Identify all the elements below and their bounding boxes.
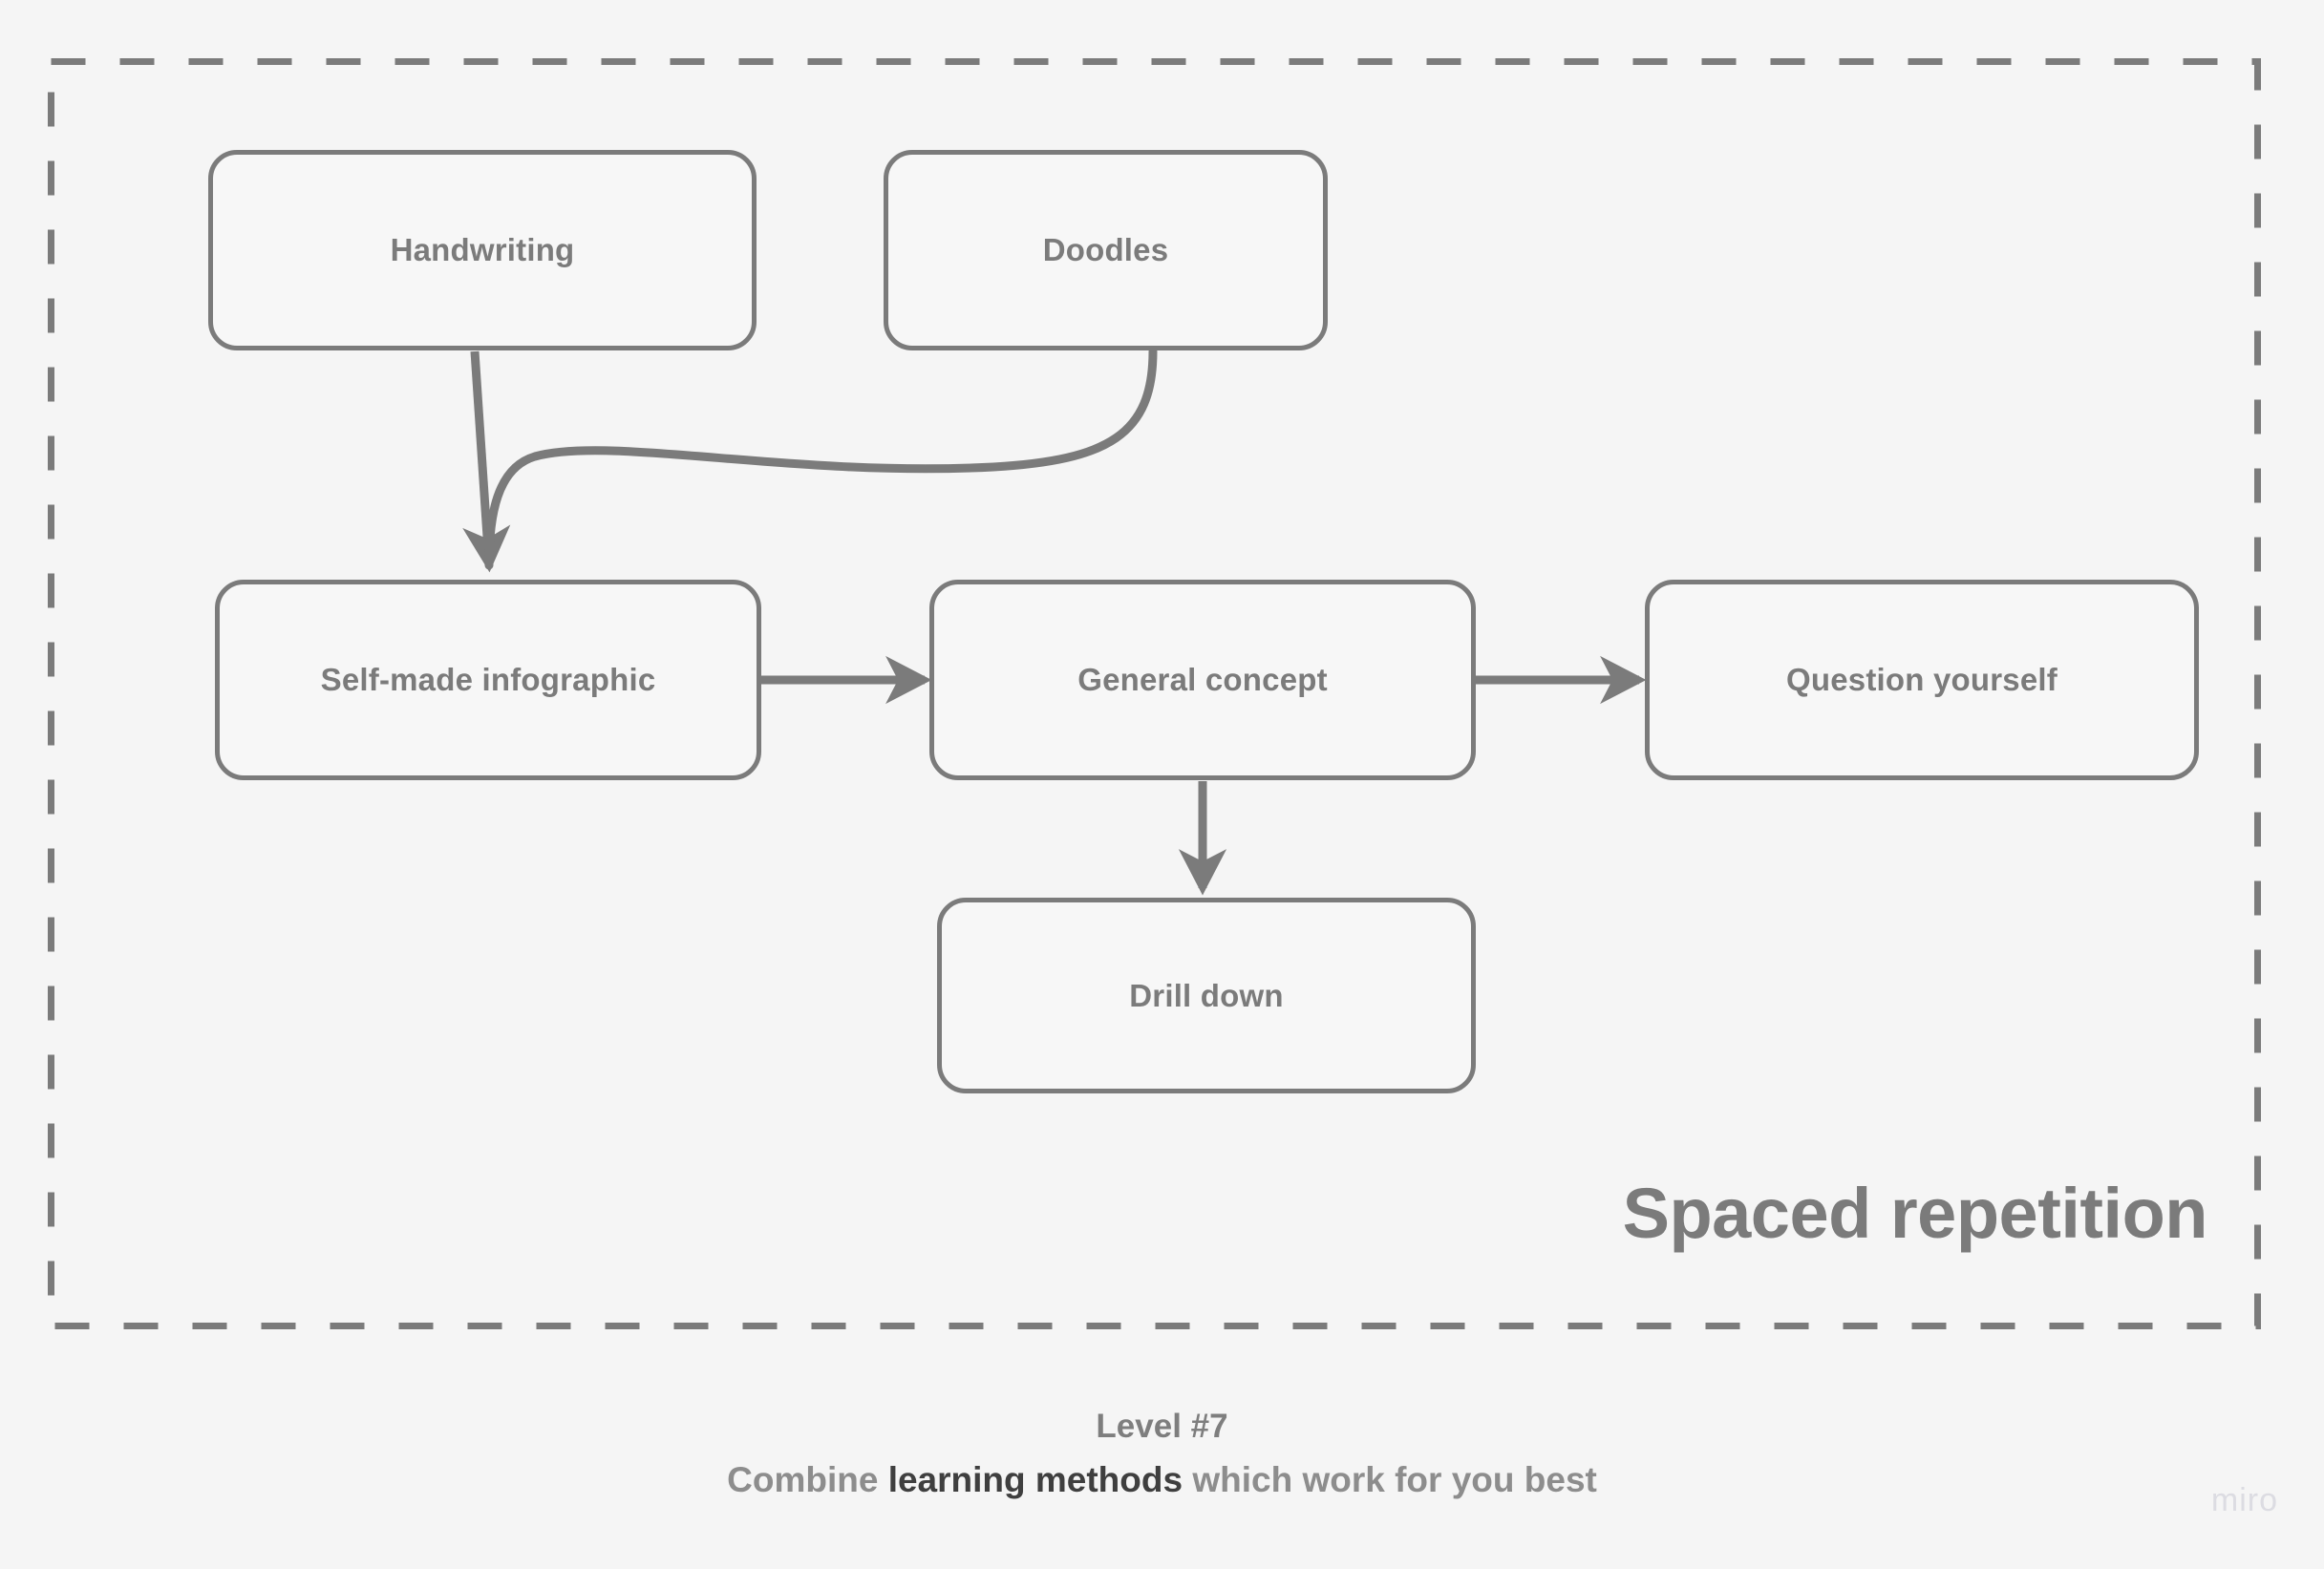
miro-watermark-logo: miro: [2210, 1482, 2278, 1518]
node-handwriting[interactable]: Handwriting: [208, 150, 757, 350]
group-title: Spaced repetition: [1622, 1174, 2208, 1253]
caption-sentence-after: which work for you best: [1183, 1460, 1597, 1500]
edge-doodles-to-infographic: [484, 347, 1158, 570]
node-question-yourself-label: Question yourself: [1786, 662, 2057, 698]
node-handwriting-label: Handwriting: [390, 232, 575, 268]
node-self-made-infographic[interactable]: Self-made infographic: [215, 580, 761, 780]
caption-level: Level #7: [1096, 1408, 1228, 1445]
caption-sentence-strong: learning methods: [887, 1460, 1183, 1500]
node-drill-down[interactable]: Drill down: [937, 898, 1476, 1093]
node-general-concept-label: General concept: [1077, 662, 1328, 698]
caption-sentence-before: Combine: [727, 1460, 888, 1500]
node-question-yourself[interactable]: Question yourself: [1645, 580, 2199, 780]
node-self-made-infographic-label: Self-made infographic: [320, 662, 656, 698]
edge-handwriting-to-infographic: [462, 350, 511, 573]
node-doodles-label: Doodles: [1042, 232, 1169, 268]
caption-block: Level #7 Combine learning methods which …: [0, 1404, 2324, 1504]
caption-sentence: Combine learning methods which work for …: [0, 1456, 2324, 1504]
node-drill-down-label: Drill down: [1129, 977, 1284, 1013]
node-doodles[interactable]: Doodles: [884, 150, 1328, 350]
node-general-concept[interactable]: General concept: [929, 580, 1476, 780]
